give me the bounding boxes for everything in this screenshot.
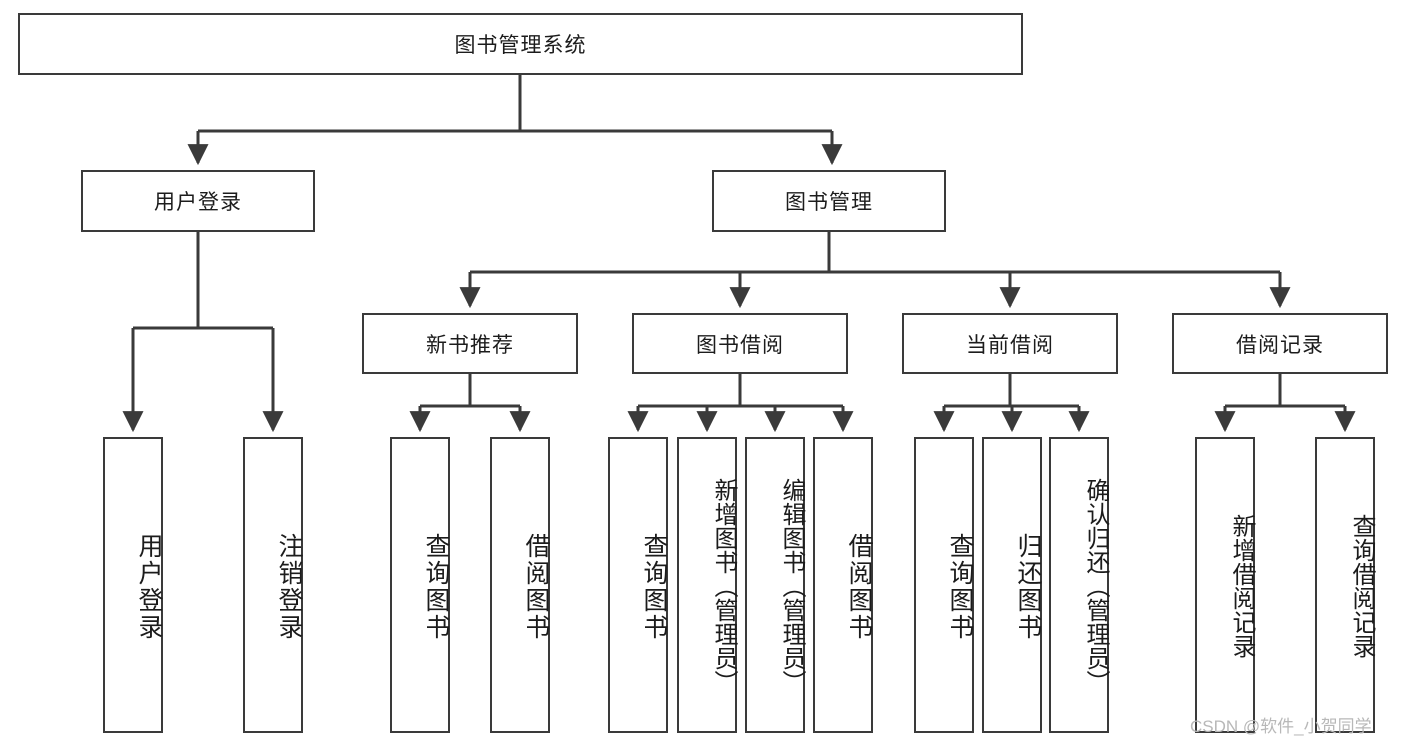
leaf-add-record-label: 新增借阅记录 <box>1228 514 1255 658</box>
node-book-management-label: 图书管理 <box>785 191 873 214</box>
node-new-book-recommend[interactable]: 新书推荐 <box>362 313 578 374</box>
leaf-query-book-1[interactable]: 查询图书 <box>390 437 450 733</box>
leaf-user-login-label: 用户登录 <box>135 533 163 641</box>
leaf-add-book-label: 新增图书（管理员） <box>710 478 737 694</box>
node-user-login-label: 用户登录 <box>154 191 242 214</box>
leaf-add-book[interactable]: 新增图书（管理员） <box>677 437 737 733</box>
leaf-return-book[interactable]: 归还图书 <box>982 437 1042 733</box>
leaf-borrow-book-2[interactable]: 借阅图书 <box>813 437 873 733</box>
leaf-query-record[interactable]: 查询借阅记录 <box>1315 437 1375 733</box>
node-new-book-recommend-label: 新书推荐 <box>426 333 514 357</box>
leaf-confirm-return-label: 确认归还（管理员） <box>1082 478 1109 694</box>
leaf-query-book-3-label: 查询图书 <box>946 533 974 641</box>
leaf-query-book-1-label: 查询图书 <box>422 533 450 641</box>
node-borrow-record-label: 借阅记录 <box>1236 333 1324 357</box>
node-root-label: 图书管理系统 <box>454 34 587 57</box>
leaf-borrow-book-2-label: 借阅图书 <box>845 533 873 641</box>
leaf-edit-book-label: 编辑图书（管理员） <box>778 478 805 694</box>
leaf-query-book-3[interactable]: 查询图书 <box>914 437 974 733</box>
leaf-return-book-label: 归还图书 <box>1014 533 1042 641</box>
node-current-borrow-label: 当前借阅 <box>966 333 1054 357</box>
leaf-query-record-label: 查询借阅记录 <box>1348 514 1375 658</box>
node-book-management[interactable]: 图书管理 <box>712 170 946 232</box>
leaf-query-book-2-label: 查询图书 <box>640 533 668 641</box>
node-root[interactable]: 图书管理系统 <box>18 13 1023 75</box>
node-current-borrow[interactable]: 当前借阅 <box>902 313 1118 374</box>
leaf-borrow-book-1[interactable]: 借阅图书 <box>490 437 550 733</box>
leaf-query-book-2[interactable]: 查询图书 <box>608 437 668 733</box>
watermark: CSDN @软件_小贺同学 <box>1190 717 1372 736</box>
node-borrow-record[interactable]: 借阅记录 <box>1172 313 1388 374</box>
leaf-add-record[interactable]: 新增借阅记录 <box>1195 437 1255 733</box>
leaf-borrow-book-1-label: 借阅图书 <box>522 533 550 641</box>
leaf-confirm-return[interactable]: 确认归还（管理员） <box>1049 437 1109 733</box>
node-user-login[interactable]: 用户登录 <box>81 170 315 232</box>
node-book-borrow-label: 图书借阅 <box>696 333 784 357</box>
leaf-logout-label: 注销登录 <box>275 533 303 641</box>
leaf-logout[interactable]: 注销登录 <box>243 437 303 733</box>
node-book-borrow[interactable]: 图书借阅 <box>632 313 848 374</box>
leaf-user-login[interactable]: 用户登录 <box>103 437 163 733</box>
leaf-edit-book[interactable]: 编辑图书（管理员） <box>745 437 805 733</box>
